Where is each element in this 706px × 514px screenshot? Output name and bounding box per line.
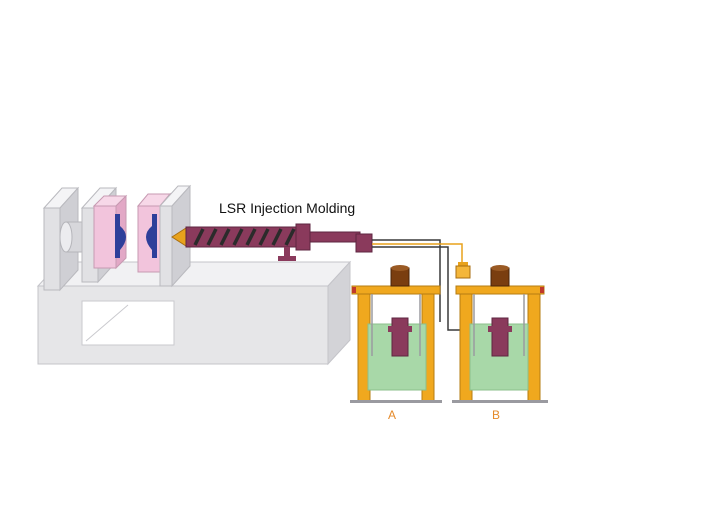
pigment-pot: [455, 262, 471, 279]
injection-support: [278, 247, 296, 261]
tank-a-label: A: [388, 408, 396, 422]
machine-window: [81, 300, 175, 346]
injection-unit: [171, 223, 373, 261]
machine-base: [36, 260, 352, 366]
clamp-unit: [42, 184, 192, 292]
screw-flights: [193, 228, 296, 246]
back-platen: [42, 186, 80, 292]
injection-cylinder: [295, 223, 361, 251]
molded-part-right: [146, 214, 157, 258]
mixer-block: [355, 233, 373, 253]
diagram-title: LSR Injection Molding: [219, 200, 355, 216]
tank-b-label: B: [492, 408, 500, 422]
molded-part-left: [115, 214, 126, 258]
tank-b: [452, 265, 548, 403]
tank-a: [350, 265, 442, 403]
